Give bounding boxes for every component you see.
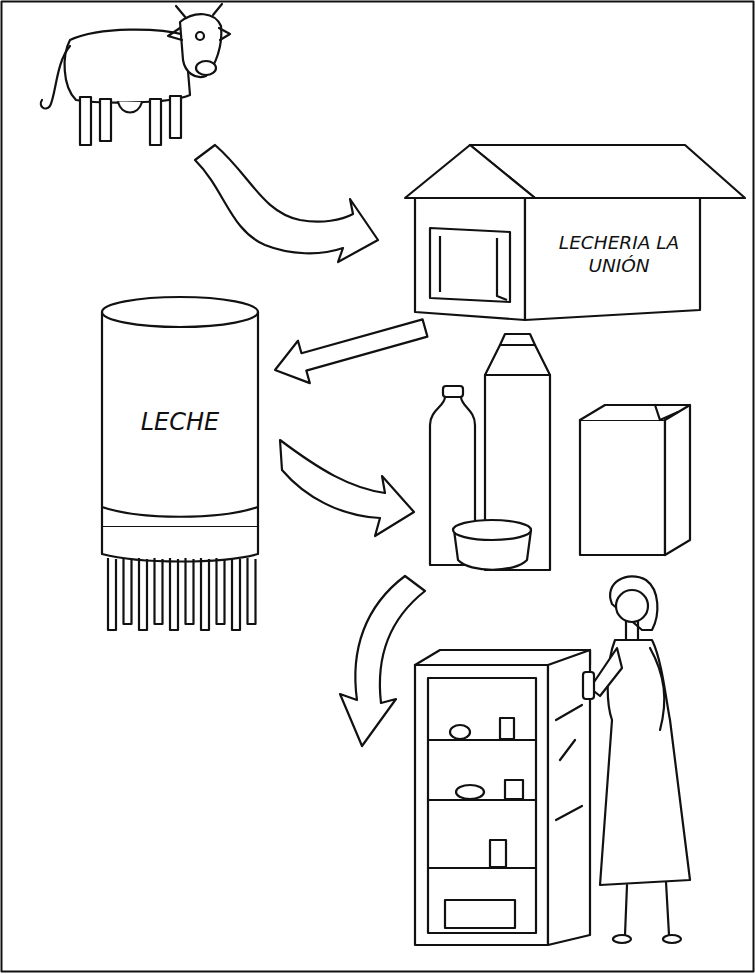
tank-outline-part	[248, 558, 256, 624]
tank-outline-part	[139, 558, 147, 630]
flow-arrow-part	[340, 576, 425, 746]
tank-outline-part	[102, 507, 258, 562]
house-outline-part	[525, 198, 700, 320]
refrigerator	[415, 650, 590, 945]
milk-packages-part	[485, 334, 550, 375]
refrigerator-part	[428, 678, 536, 933]
cow-figure-part	[100, 99, 111, 141]
refrigerator-part	[490, 840, 506, 867]
milk-packages-part	[655, 405, 678, 420]
milk-packages	[430, 334, 690, 570]
dairy-house: LECHERIA LA UNIÓN	[385, 140, 747, 325]
refrigerator-part	[415, 665, 548, 945]
cow-figure-part	[180, 14, 221, 77]
cow-figure-part	[65, 30, 190, 103]
milk-packages-part	[443, 386, 463, 397]
cow-figure-part	[168, 4, 230, 40]
refrigerator-part	[500, 718, 514, 739]
woman-figure-part	[613, 935, 631, 943]
label-area: LECHE	[108, 362, 252, 482]
milk-packages-part	[580, 420, 665, 555]
tank-outline-part	[102, 312, 258, 527]
woman-figure	[583, 576, 690, 943]
woman-figure-part	[616, 590, 648, 622]
house-outline-part	[440, 236, 507, 300]
node-label: LECHE	[141, 407, 220, 437]
house-outline-part	[430, 228, 510, 302]
tank-outline-part	[102, 297, 258, 327]
milk-packages-part	[453, 520, 531, 540]
cow-figure	[41, 4, 230, 145]
flow-arrow	[275, 319, 427, 383]
milk-packages-part	[580, 405, 690, 555]
tank-outline-part	[170, 558, 178, 630]
woman-figure-part	[663, 935, 681, 943]
node-label: LECHERIA LA UNIÓN	[545, 231, 693, 277]
house-outline	[405, 145, 745, 320]
cow-figure-part	[170, 96, 181, 138]
cow-figure-part	[80, 97, 91, 145]
refrigerator-part	[556, 705, 582, 820]
refrigerator-part	[445, 900, 515, 928]
tank-outline-part	[124, 558, 132, 624]
label-area: LECHERIA LA UNIÓN	[545, 204, 693, 304]
tank-shape	[100, 292, 270, 637]
flow-arrow-part	[195, 145, 378, 262]
woman-figure-part	[625, 882, 669, 935]
tank-outline-part	[155, 558, 163, 624]
tank-outline-part	[232, 558, 240, 630]
cow-figure-part	[41, 46, 70, 108]
house-outline-part	[415, 198, 525, 320]
cow-figure-part	[150, 99, 161, 145]
cow-figure-part	[118, 102, 142, 113]
house-outline-part	[405, 145, 535, 198]
cow-figure-part	[196, 32, 204, 40]
woman-figure-part	[626, 621, 638, 640]
refrigerator-part	[450, 725, 470, 739]
tank-outline-part	[186, 558, 194, 624]
refrigerator-part	[428, 740, 536, 868]
woman-figure-part	[650, 648, 664, 730]
tank-outline	[102, 297, 258, 630]
refrigerator-part	[505, 780, 523, 799]
milk-tank: LECHE	[100, 292, 270, 637]
tank-outline-part	[217, 558, 225, 624]
refrigerator-part	[456, 785, 484, 799]
tank-outline-part	[108, 558, 116, 630]
flow-arrow-part	[280, 440, 414, 536]
cow-figure-part	[196, 61, 216, 75]
woman-figure-part	[610, 576, 657, 630]
woman-figure-part	[583, 672, 594, 699]
tank-outline-part	[201, 558, 209, 630]
